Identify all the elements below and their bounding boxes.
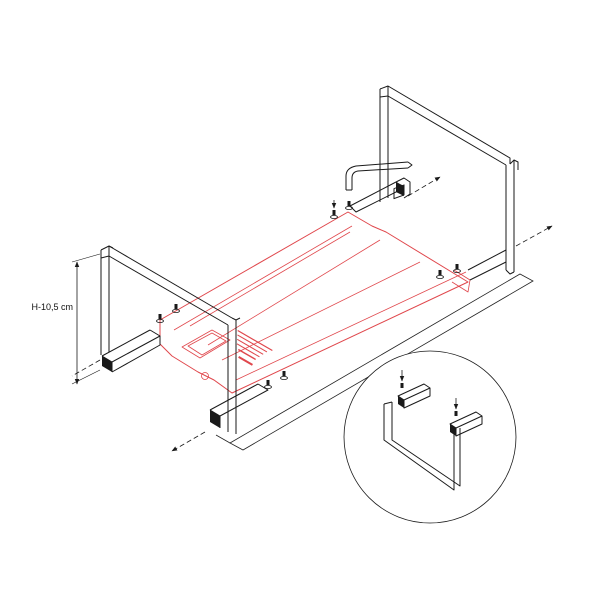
right-frame: [349, 85, 519, 281]
screw-icon: [172, 304, 180, 314]
screw-icons: [156, 200, 461, 390]
screw-icon: [453, 398, 459, 416]
screw-icon: [436, 270, 444, 280]
detail-inset: [343, 350, 517, 524]
height-dimension: H-10,5 cm: [31, 253, 101, 385]
floor-outline: [215, 273, 534, 451]
allen-key-icon: [345, 161, 413, 191]
screw-icon: [330, 200, 338, 220]
screw-icon: [264, 380, 272, 390]
platform-label-block: [236, 330, 273, 366]
screw-icon: [453, 264, 461, 274]
left-frame: [100, 245, 269, 434]
screw-icon: [156, 314, 164, 324]
tube-end-caps: [102, 182, 404, 428]
platform-board: [159, 211, 471, 394]
screw-icon: [399, 370, 405, 388]
screw-icon: [280, 371, 288, 381]
screw-icon: [345, 201, 353, 211]
height-label: H-10,5 cm: [31, 302, 73, 312]
